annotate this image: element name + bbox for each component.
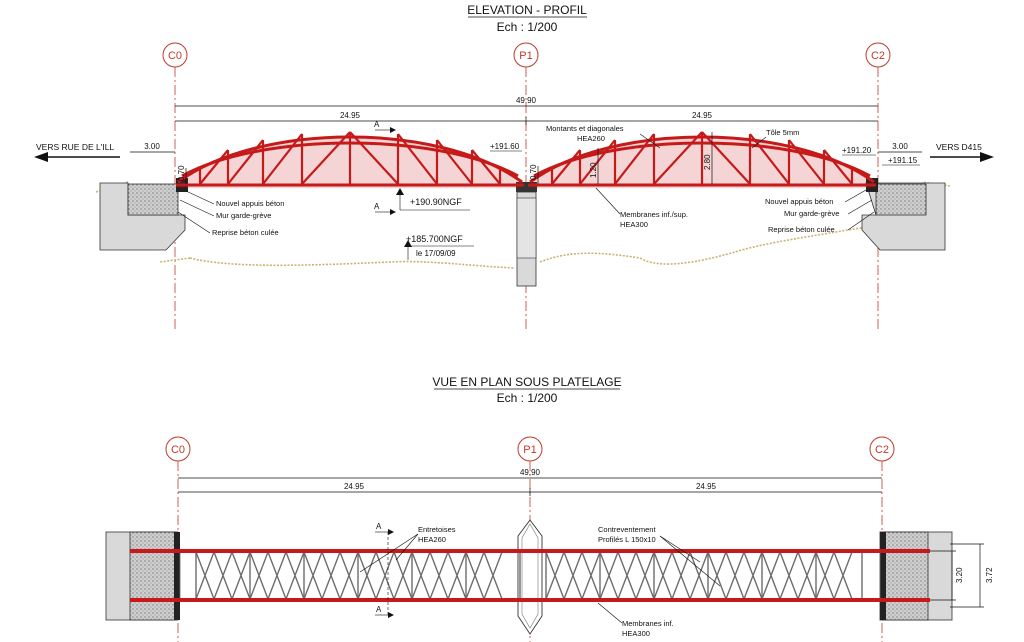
note-right-wall: Mur garde-grève [784,209,839,218]
height-mid: 1.20 [589,162,598,178]
dim-span-left: 24.95 [340,111,361,120]
abutment-left [99,178,188,251]
plan-pier [517,519,543,635]
section-marker-top: A [374,120,380,129]
plan-dim-span-right: 24.95 [696,482,717,491]
note-bracing-2: Profilés L 150x10 [598,535,656,544]
direction-right-label: VERS D415 [936,142,982,152]
note-left-support: Nouvel appuis béton [216,199,284,208]
width-inner: 3.20 [955,567,964,583]
note-bracing-1: Contreventement [598,525,656,534]
note-membranes-2: HEA300 [620,220,648,229]
note-left-repair: Reprise béton culée [212,228,279,237]
note-plan-membranes-1: Membranes inf. [622,619,674,628]
plan-axis-c0-label: C0 [171,444,185,456]
levels: +191.60 +191.20 +191.15 +190.90NGF +185.… [396,142,920,260]
section-markers-elevation: A A [374,120,396,215]
note-cross-1: Entretoises [418,525,456,534]
plan-section-top: A [376,522,382,531]
plan-section-bottom: A [376,605,382,614]
plan-scale: Ech : 1/200 [497,391,558,405]
height-dims: 0.70 0.70 1.20 2.80 [177,132,713,184]
dim-total: 49.90 [516,96,537,105]
truss-span-right [528,131,876,189]
note-members-2: HEA260 [577,134,605,143]
dim-span-right: 24.95 [692,111,713,120]
plan-dim-total: 49.90 [520,468,541,477]
height-pier-left: 0.70 [529,164,538,180]
section-marker-bottom: A [374,202,380,211]
elevation-title: ELEVATION - PROFIL [467,3,587,17]
level-right-2: +191.15 [888,156,918,165]
section-markers-plan: A A [375,522,394,618]
axis-c2-label: C2 [871,50,885,62]
plan-title: VUE EN PLAN SOUS PLATELAGE [432,375,621,389]
note-right-support: Nouvel appuis béton [765,197,833,206]
plan-bracing [130,549,930,602]
truss-span-left [176,131,524,189]
plan-axis-c2-label: C2 [875,444,889,456]
plan-notes: Entretoises HEA260 Contreventement Profi… [359,525,721,638]
elevation-notes: Montants et diagonales HEA260 Tôle 5mm M… [177,124,875,237]
abutment-right [861,178,946,251]
note-plate: Tôle 5mm [766,128,799,137]
note-cross-2: HEA260 [418,535,446,544]
elevation-view: ELEVATION - PROFIL Ech : 1/200 C0 P1 C2 … [34,3,994,330]
axis-p1-label: P1 [519,50,532,62]
level-deck: +190.90NGF [410,197,462,207]
plan-axis-p1-label: P1 [523,444,536,456]
height-right: 2.80 [703,154,712,170]
elevation-scale: Ech : 1/200 [497,20,558,34]
direction-left: VERS RUE DE L'ILL [34,142,120,162]
note-membranes-1: Membranes inf./sup. [620,210,688,219]
height-left: 0.70 [177,165,186,181]
level-right-1: +191.20 [842,146,872,155]
direction-left-label: VERS RUE DE L'ILL [36,142,114,152]
note-right-repair: Reprise béton culée [768,225,835,234]
dim-left-approach: 3.00 [144,142,160,151]
width-outer: 3.72 [985,567,994,583]
plan-abutment-left [105,531,180,621]
level-water: +185.700NGF [406,234,463,244]
level-water-date: le 17/09/09 [416,249,456,258]
note-left-wall: Mur garde-grève [216,211,271,220]
note-members-1: Montants et diagonales [546,124,624,133]
axis-c0-label: C0 [168,50,182,62]
plan-dimensions: 49.90 24.95 24.95 [178,468,882,496]
note-plan-membranes-2: HEA300 [622,629,650,638]
plan-abutment-right [879,531,953,621]
level-pier: +191.60 [490,142,520,151]
plan-dim-span-left: 24.95 [344,482,365,491]
direction-right: VERS D415 [930,142,994,162]
dim-right-approach: 3.00 [892,142,908,151]
pier-p1 [516,182,537,287]
plan-view: VUE EN PLAN SOUS PLATELAGE Ech : 1/200 C… [105,375,994,642]
elevation-dimensions: 49.90 24.95 24.95 3.00 3.00 [130,96,922,153]
plan-width-dims: 3.20 3.72 [930,543,994,608]
